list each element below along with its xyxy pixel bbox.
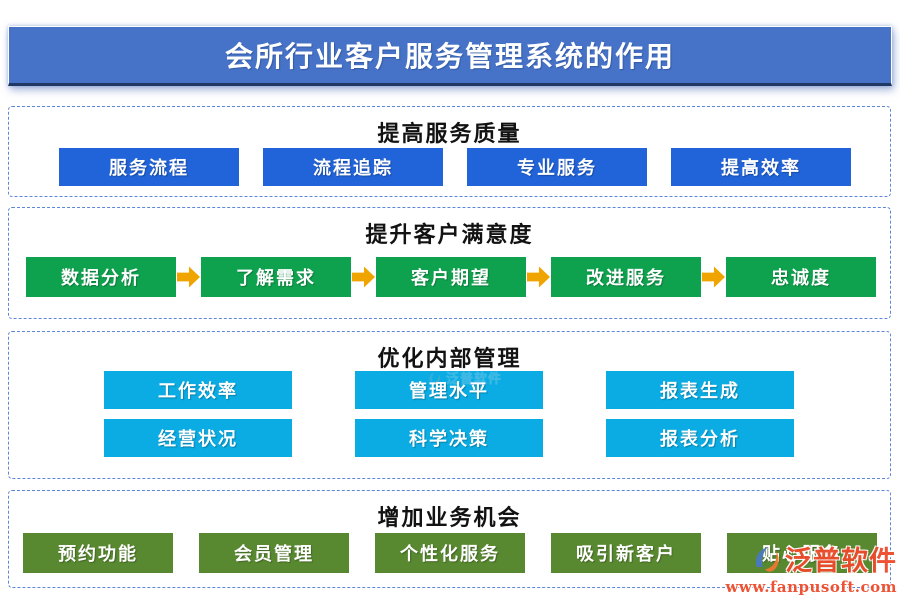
title-bar: 会所行业客户服务管理系统的作用 <box>8 26 892 86</box>
node-member-management: 会员管理 <box>199 533 349 573</box>
node-professional-service: 专业服务 <box>467 148 647 186</box>
node-report-analysis: 报表分析 <box>606 419 794 457</box>
node-process-tracking: 流程追踪 <box>263 148 443 186</box>
node-understand-needs: 了解需求 <box>201 257 351 297</box>
node-improve-service: 改进服务 <box>551 257 701 297</box>
section-improve-service-quality: 提高服务质量 服务流程 流程追踪 专业服务 提高效率 <box>8 106 891 197</box>
flow-row: 数据分析 了解需求 客户期望 改进服务 忠诚度 <box>26 257 876 297</box>
node-row: 经营状况 科学决策 报表分析 <box>104 419 794 457</box>
node-loyalty: 忠诚度 <box>726 257 876 297</box>
node-customer-expectation: 客户期望 <box>376 257 526 297</box>
node-attract-new-customers: 吸引新客户 <box>551 533 701 573</box>
node-improve-efficiency: 提高效率 <box>671 148 851 186</box>
section-heading: 优化内部管理 <box>377 346 522 372</box>
node-management-level: 管理水平 <box>355 371 543 409</box>
node-service-process: 服务流程 <box>59 148 239 186</box>
node-data-analysis: 数据分析 <box>26 257 176 297</box>
section-optimize-internal-management: 优化内部管理 工作效率 管理水平 报表生成 经营状况 科学决策 报表分析 <box>8 331 891 479</box>
section-heading: 增加业务机会 <box>377 505 522 531</box>
node-work-efficiency: 工作效率 <box>104 371 292 409</box>
section-heading: 提升客户满意度 <box>365 222 534 248</box>
right-block-arrow-icon <box>527 266 550 288</box>
section-improve-customer-satisfaction: 提升客户满意度 数据分析 了解需求 客户期望 改进服务 忠诚度 <box>8 207 891 319</box>
node-thoughtful-service: 贴心服务 <box>727 533 877 573</box>
node-row: 服务流程 流程追踪 专业服务 提高效率 <box>59 148 851 186</box>
section-heading: 提高服务质量 <box>377 121 522 147</box>
section-increase-business-opportunities: 增加业务机会 预约功能 会员管理 个性化服务 吸引新客户 贴心服务 <box>8 490 891 588</box>
node-business-status: 经营状况 <box>104 419 292 457</box>
node-scientific-decision: 科学决策 <box>355 419 543 457</box>
right-block-arrow-icon <box>702 266 725 288</box>
node-row: 工作效率 管理水平 报表生成 <box>104 371 794 409</box>
node-personalized-service: 个性化服务 <box>375 533 525 573</box>
right-block-arrow-icon <box>177 266 200 288</box>
page-title: 会所行业客户服务管理系统的作用 <box>224 40 675 73</box>
right-block-arrow-icon <box>352 266 375 288</box>
node-booking-function: 预约功能 <box>23 533 173 573</box>
node-row: 预约功能 会员管理 个性化服务 吸引新客户 贴心服务 <box>23 533 877 573</box>
node-report-generation: 报表生成 <box>606 371 794 409</box>
